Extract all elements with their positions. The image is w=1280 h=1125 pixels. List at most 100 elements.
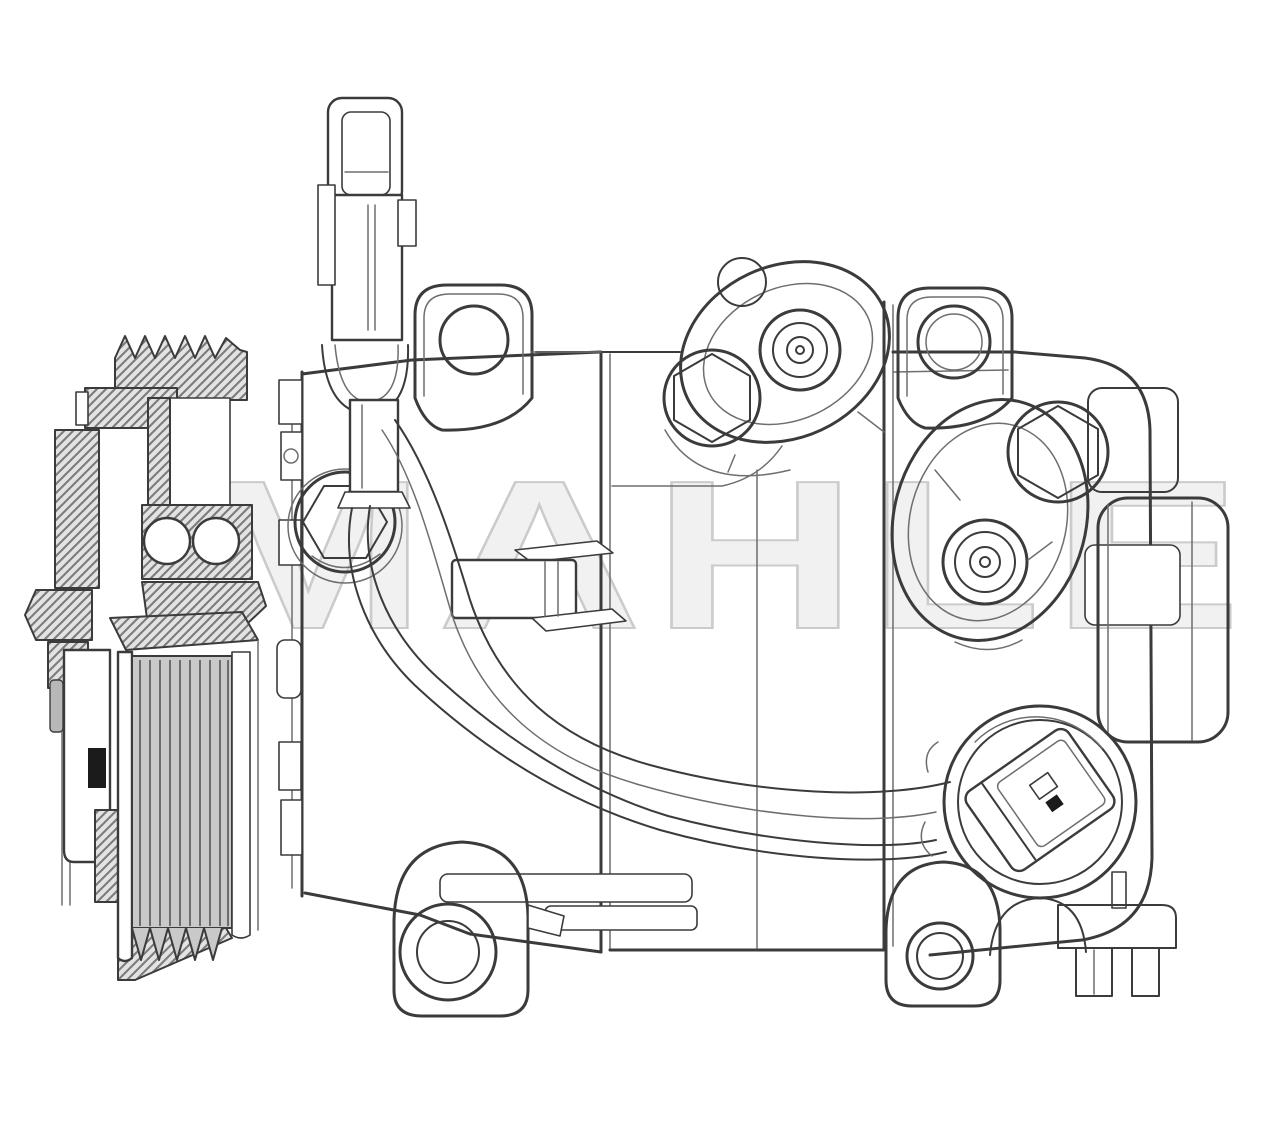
harness-wire-2 xyxy=(366,505,937,847)
body-step-line xyxy=(611,445,783,487)
top-electrical-connector xyxy=(317,96,417,509)
bolt-head-ring xyxy=(293,470,397,574)
clamp-inner xyxy=(334,344,399,403)
rib-right-wall xyxy=(231,651,251,939)
rib-face xyxy=(131,655,233,929)
compressor-body xyxy=(300,300,1154,957)
connector-stem xyxy=(348,398,400,494)
foot-bl-hole-outer xyxy=(398,902,498,1002)
connector-base-arch xyxy=(989,897,1087,956)
bearing-right xyxy=(191,516,241,566)
ear-tl-outline xyxy=(413,283,534,432)
connector-plug xyxy=(964,727,1116,873)
pulley-bar-cap xyxy=(75,391,89,426)
legs-link xyxy=(1111,871,1127,909)
coil-plate-tab xyxy=(49,679,64,733)
port2-ring-outer xyxy=(941,518,1029,606)
foot-bl-ear xyxy=(527,904,565,937)
port1-center xyxy=(795,345,805,355)
rear-mounting-legs xyxy=(1057,871,1177,997)
rib-left-wall xyxy=(116,650,134,963)
port2-ring-mid xyxy=(954,531,1016,593)
stem-base xyxy=(337,491,411,509)
mid-lug xyxy=(450,540,627,632)
port2-ring-inner xyxy=(969,546,1001,578)
leg-2 xyxy=(1131,947,1160,997)
foot-br-hole-outer xyxy=(905,921,975,991)
fitting2-outline xyxy=(890,398,1090,642)
connector-step-left xyxy=(317,184,336,286)
suction-port-fitting xyxy=(662,257,891,477)
foot-br-hole-inner xyxy=(916,932,964,980)
ear-tl-hole xyxy=(438,304,510,376)
ear-tr-outline xyxy=(896,286,1014,430)
plug-inner xyxy=(996,739,1106,848)
bearing-left xyxy=(142,516,192,566)
foot-bl-outline xyxy=(392,840,530,1018)
ear-tr-inner xyxy=(906,296,1004,397)
fitting1-hex-bolt xyxy=(662,348,791,477)
fitting2-spokes xyxy=(934,469,1053,651)
harness-wire-3 xyxy=(394,419,951,794)
round-connector-inner xyxy=(957,719,1123,885)
fitting2-hexagon xyxy=(1017,405,1099,499)
housing-tab-2 xyxy=(280,431,303,481)
connector-cap-inner xyxy=(341,111,391,196)
fitting2-hex-bolt xyxy=(1006,400,1110,504)
leg-1 xyxy=(1075,947,1113,997)
fitting1-flange xyxy=(664,429,791,477)
belt-pulley-cross-section xyxy=(24,335,267,981)
wire-harness xyxy=(348,419,951,861)
plug-slot-1 xyxy=(1028,771,1059,800)
mounting-foot-bottom-left xyxy=(392,840,565,1018)
discharge-port-fitting xyxy=(890,398,1181,651)
housing-tab-hole xyxy=(283,448,299,464)
terminal-block xyxy=(88,748,106,788)
mounting-foot-bottom-right xyxy=(884,860,1002,1008)
fitting1-bolt-ring xyxy=(662,348,762,448)
bottom-bar-2 xyxy=(544,905,698,931)
housing-tab-6 xyxy=(280,799,303,856)
foot-br-outline xyxy=(884,860,1002,1008)
bottom-bar xyxy=(439,873,693,903)
control-valve-round-connector xyxy=(920,704,1138,956)
rear-block-small xyxy=(1087,387,1179,493)
connector-tabs xyxy=(920,741,939,857)
rear-head-inner xyxy=(892,369,1009,373)
housing-tab-4 xyxy=(276,639,302,699)
port1-ring-inner xyxy=(786,336,814,364)
fitting2-inner xyxy=(907,422,1069,622)
rear-block-large xyxy=(1096,496,1230,744)
round-connector-arc xyxy=(974,716,1103,749)
mid-lug-top xyxy=(514,540,614,563)
mid-lug-bottom xyxy=(531,608,627,632)
ear-tl-inner xyxy=(423,293,524,397)
fitting2-bolt-ring xyxy=(1006,400,1110,504)
fitting1-hexagon xyxy=(673,353,751,443)
pulley-column xyxy=(54,429,100,589)
bolt-under-arc xyxy=(311,553,381,569)
front-housing xyxy=(276,370,403,898)
fitting1-bump xyxy=(717,257,767,307)
body-bottom-left xyxy=(303,891,603,954)
rear-head-outline xyxy=(891,350,1154,957)
fitting1-outline xyxy=(679,260,891,444)
fitting1-links xyxy=(727,411,885,473)
mounting-ear-top-left xyxy=(413,283,602,432)
housing-tab-5 xyxy=(278,741,302,791)
port2-center xyxy=(979,556,991,568)
rear-cover-blocks xyxy=(1087,387,1230,744)
plug-slot-2 xyxy=(1045,794,1064,813)
pulley-rib-band xyxy=(131,655,233,961)
harness-wire-1 xyxy=(348,507,947,861)
rib-grooves xyxy=(139,660,229,926)
plug-body xyxy=(964,727,1116,873)
housing-tab-1 xyxy=(278,379,303,425)
foot-bl-hole-inner xyxy=(416,920,480,984)
port1-ring-outer xyxy=(758,308,842,392)
plug-cap-line xyxy=(981,783,1037,861)
ear-tr-hole xyxy=(916,304,992,380)
rib-teeth xyxy=(131,927,232,961)
